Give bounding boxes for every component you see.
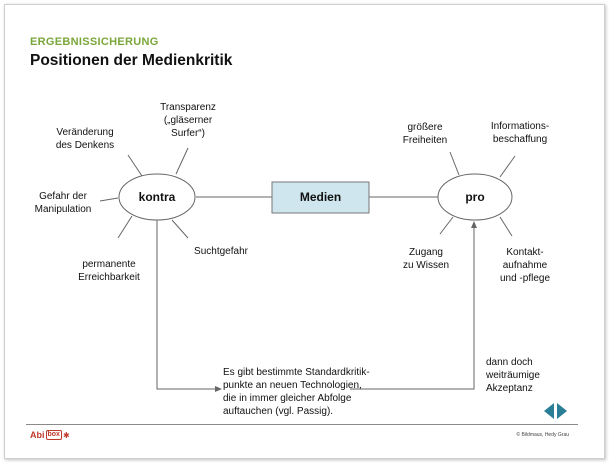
- spoke-contra-transparenz: [175, 147, 189, 175]
- pro-node: [437, 173, 513, 221]
- arrowhead-note: [215, 386, 222, 392]
- pro-label: pro: [465, 190, 485, 204]
- spoke-pro-wissen: [439, 216, 454, 235]
- spoke-pro-freiheiten: [449, 151, 460, 176]
- copyright-text: © Bildmaus, Hedy Grau: [516, 432, 569, 438]
- label-freiheiten: größere Freiheiten: [402, 122, 448, 146]
- kontra-label: kontra: [138, 190, 176, 204]
- spoke-pro-information: [499, 155, 516, 178]
- label-sucht: Suchtgefahr: [194, 246, 248, 257]
- kontra-node: [118, 173, 196, 221]
- arrowhead-pro: [471, 221, 477, 228]
- next-arrow-icon[interactable]: [557, 403, 567, 419]
- spoke-contra-sucht: [171, 219, 189, 239]
- note-standardkritik: Es gibt bestimmte Standardkritik- punkte…: [223, 367, 370, 417]
- star-icon: ✱: [62, 430, 70, 440]
- medien-label: Medien: [299, 190, 342, 204]
- label-kontakt: Kontakt- aufnahme und -pflege: [499, 247, 551, 284]
- previous-arrow-icon[interactable]: [544, 403, 554, 419]
- slide: [4, 4, 605, 459]
- logo-text: Abi: [30, 430, 45, 440]
- spoke-pro-kontakt: [499, 216, 513, 237]
- connector-contra-note: [156, 219, 215, 390]
- spoke-contra-manipulation: [99, 197, 119, 202]
- footer-divider: [26, 424, 578, 425]
- connector-note-pro: [350, 228, 475, 390]
- logo-box: box: [45, 430, 62, 440]
- abi-logo: Abi box ✱: [30, 430, 70, 440]
- section-eyebrow: ERGEBNISSICHERUNG: [30, 36, 159, 48]
- label-transparenz: Transparenz („gläserner Surfer“): [160, 102, 216, 139]
- label-wissen: Zugang zu Wissen: [402, 247, 450, 271]
- label-manipulation: Gefahr der Manipulation: [34, 191, 92, 215]
- spoke-contra-erreichbarkeit: [117, 215, 133, 239]
- label-veraenderung: Veränderung des Denkens: [55, 127, 115, 151]
- label-erreichbarkeit: permanente Erreichbarkeit: [78, 259, 140, 283]
- slide-navigation: [544, 403, 567, 419]
- note-akzeptanz: dann doch weiträumige Akzeptanz: [486, 357, 540, 394]
- medien-node: [271, 181, 370, 214]
- label-information: Informations- beschaffung: [490, 121, 550, 145]
- spoke-contra-veraenderung: [127, 154, 143, 177]
- page-title: Positionen der Medienkritik: [30, 52, 233, 69]
